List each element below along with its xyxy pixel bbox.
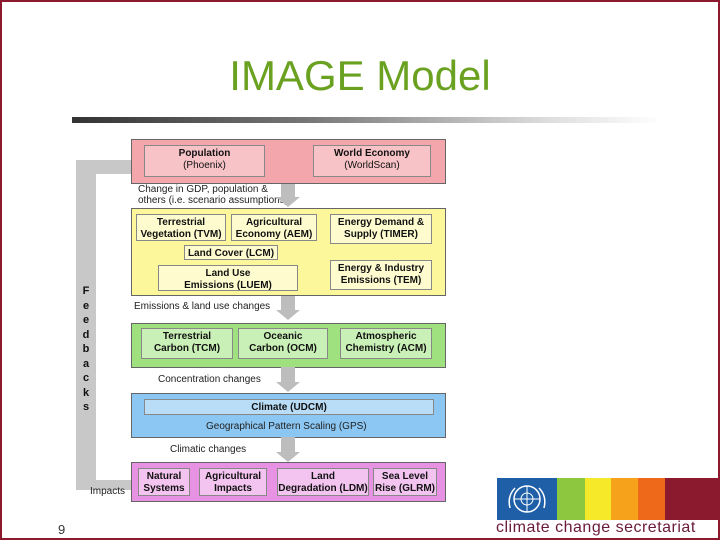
feedback-letter: b: [82, 343, 90, 355]
arrow-1: [281, 184, 295, 197]
impacts-label: Impacts: [90, 486, 126, 497]
secretariat-label: climate change secretariat: [496, 519, 696, 536]
terrestrial-carbon-box: Terrestrial Carbon (TCM): [141, 328, 233, 359]
feedbacks-label: F e e d b a c k s: [80, 284, 92, 415]
feedback-letter: e: [82, 314, 90, 326]
color-block-maroon: [665, 478, 718, 520]
sea-level-rise-box: Sea Level Rise (GLRM): [373, 468, 437, 496]
feedback-letter: F: [82, 285, 90, 297]
un-emblem-block: [497, 478, 557, 520]
concentration-note: Concentration changes: [158, 374, 261, 385]
land-degradation-box: Land Degradation (LDM): [277, 468, 369, 496]
population-model: (Phoenix): [183, 160, 226, 171]
natural-systems-box: Natural Systems: [138, 468, 190, 496]
arrow-4: [281, 437, 295, 452]
energy-industry-emissions-box: Energy & Industry Emissions (TEM): [330, 260, 432, 290]
arrow-3-head: [276, 382, 300, 392]
feedback-letter: e: [82, 299, 90, 312]
color-block-deep-orange: [638, 478, 665, 520]
population-label: Population: [178, 148, 231, 159]
climate-box: Climate (UDCM): [144, 399, 434, 415]
agricultural-impacts-box: Agricultural Impacts: [199, 468, 267, 496]
arrow-1-head: [276, 197, 300, 207]
color-block-yellow: [585, 478, 611, 520]
feedback-top-connector: [76, 160, 131, 174]
un-emblem-icon: [508, 485, 546, 513]
feedback-bar: [76, 160, 96, 485]
title-rule: [72, 117, 662, 123]
emissions-note: Emissions & land use changes: [134, 301, 271, 312]
feedback-letter: c: [82, 372, 90, 384]
feedback-letter: d: [82, 328, 90, 341]
land-use-emissions-box: Land Use Emissions (LUEM): [158, 265, 298, 291]
feedback-letter: s: [82, 401, 90, 413]
arrow-2: [281, 296, 295, 310]
color-block-orange: [611, 478, 638, 520]
feedback-letter: k: [82, 386, 90, 399]
color-block-green: [557, 478, 585, 520]
climatic-changes-note: Climatic changes: [170, 444, 247, 455]
world-economy-label: World Economy: [334, 148, 410, 159]
scenario-note: Change in GDP, population & others (i.e.…: [138, 184, 289, 206]
world-economy-model: (WorldScan): [344, 160, 400, 171]
agricultural-economy-box: Agricultural Economy (AEM): [231, 214, 317, 241]
terrestrial-vegetation-box: Terrestrial Vegetation (TVM): [136, 214, 226, 241]
feedback-letter: a: [82, 357, 90, 370]
feedback-bottom-connector: [76, 480, 131, 490]
energy-demand-box: Energy Demand & Supply (TIMER): [330, 214, 432, 244]
gps-label: Geographical Pattern Scaling (GPS): [206, 421, 367, 432]
population-box: Population (Phoenix): [144, 145, 265, 177]
oceanic-carbon-box: Oceanic Carbon (OCM): [238, 328, 328, 359]
arrow-3: [281, 367, 295, 382]
page-number: 9: [58, 522, 66, 537]
atmospheric-chemistry-box: Atmospheric Chemistry (ACM): [340, 328, 432, 359]
arrow-2-head: [276, 310, 300, 320]
arrow-4-head: [276, 452, 300, 462]
world-economy-box: World Economy (WorldScan): [313, 145, 431, 177]
slide-title: IMAGE Model: [229, 52, 491, 99]
land-cover-box: Land Cover (LCM): [184, 245, 278, 260]
